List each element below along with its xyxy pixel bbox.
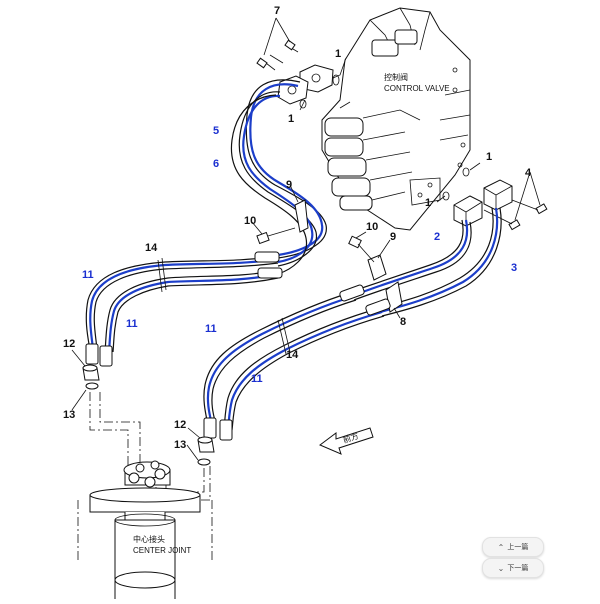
front-arrow-icon: [319, 427, 374, 455]
callout-9-top: 9: [286, 179, 292, 191]
callout-4: 4: [525, 167, 532, 179]
callout-13-left: 13: [63, 409, 75, 421]
callout-2: 2: [434, 231, 440, 243]
adapter-12-middle: [186, 427, 215, 466]
callout-10-top: 10: [244, 215, 256, 227]
callout-14-left: 14: [145, 242, 158, 254]
flange-right: [442, 167, 548, 231]
control-valve: [321, 7, 471, 231]
flange-top: [256, 17, 340, 109]
adapter-12-left: [71, 349, 100, 411]
chevron-up-icon: ⌃: [497, 542, 505, 552]
callout-6: 6: [213, 158, 219, 170]
callout-1-top: 1: [335, 48, 341, 60]
center-joint-label-en: CENTER JOINT: [133, 546, 191, 555]
callout-7: 7: [274, 5, 280, 17]
center-joint-label-cn: 中心接头: [133, 534, 165, 544]
prev-article-label: 上一篇: [507, 544, 529, 551]
next-article-label: 下一篇: [507, 565, 529, 572]
callout-8: 8: [400, 316, 406, 328]
bolt-10-right: [348, 231, 375, 263]
callout-5: 5: [213, 125, 219, 137]
prev-article-button[interactable]: ⌃ 上一篇: [482, 537, 544, 557]
callout-1-valve: 1: [425, 197, 431, 209]
hose-5-6: [230, 79, 327, 275]
callout-11-d: 11: [251, 373, 263, 385]
bracket-9-top: [289, 184, 309, 233]
center-joint: [77, 460, 213, 599]
callout-11-b: 11: [126, 318, 138, 330]
callout-12-left: 12: [63, 338, 75, 350]
control-valve-label-en: CONTROL VALVE: [384, 84, 450, 93]
callout-9-right: 9: [390, 231, 396, 243]
bolt-10-top: [251, 221, 296, 245]
callout-1-flange: 1: [288, 113, 294, 125]
front-arrow-label: 前方: [342, 430, 360, 444]
next-article-button[interactable]: ⌄ 下一篇: [482, 558, 544, 578]
callout-14-middle: 14: [286, 349, 299, 361]
hose-11-left: [85, 251, 283, 367]
callout-1-right: 1: [486, 151, 492, 163]
control-valve-label-cn: 控制阀: [384, 72, 408, 82]
callout-13-middle: 13: [174, 439, 186, 451]
callout-3: 3: [511, 262, 517, 274]
hose-11-middle: [203, 284, 391, 441]
callout-11-c: 11: [205, 323, 217, 335]
callout-11-a: 11: [82, 269, 94, 281]
chevron-down-icon: ⌄: [497, 563, 505, 573]
callout-12-middle: 12: [174, 419, 186, 431]
callout-10-right: 10: [366, 221, 378, 233]
